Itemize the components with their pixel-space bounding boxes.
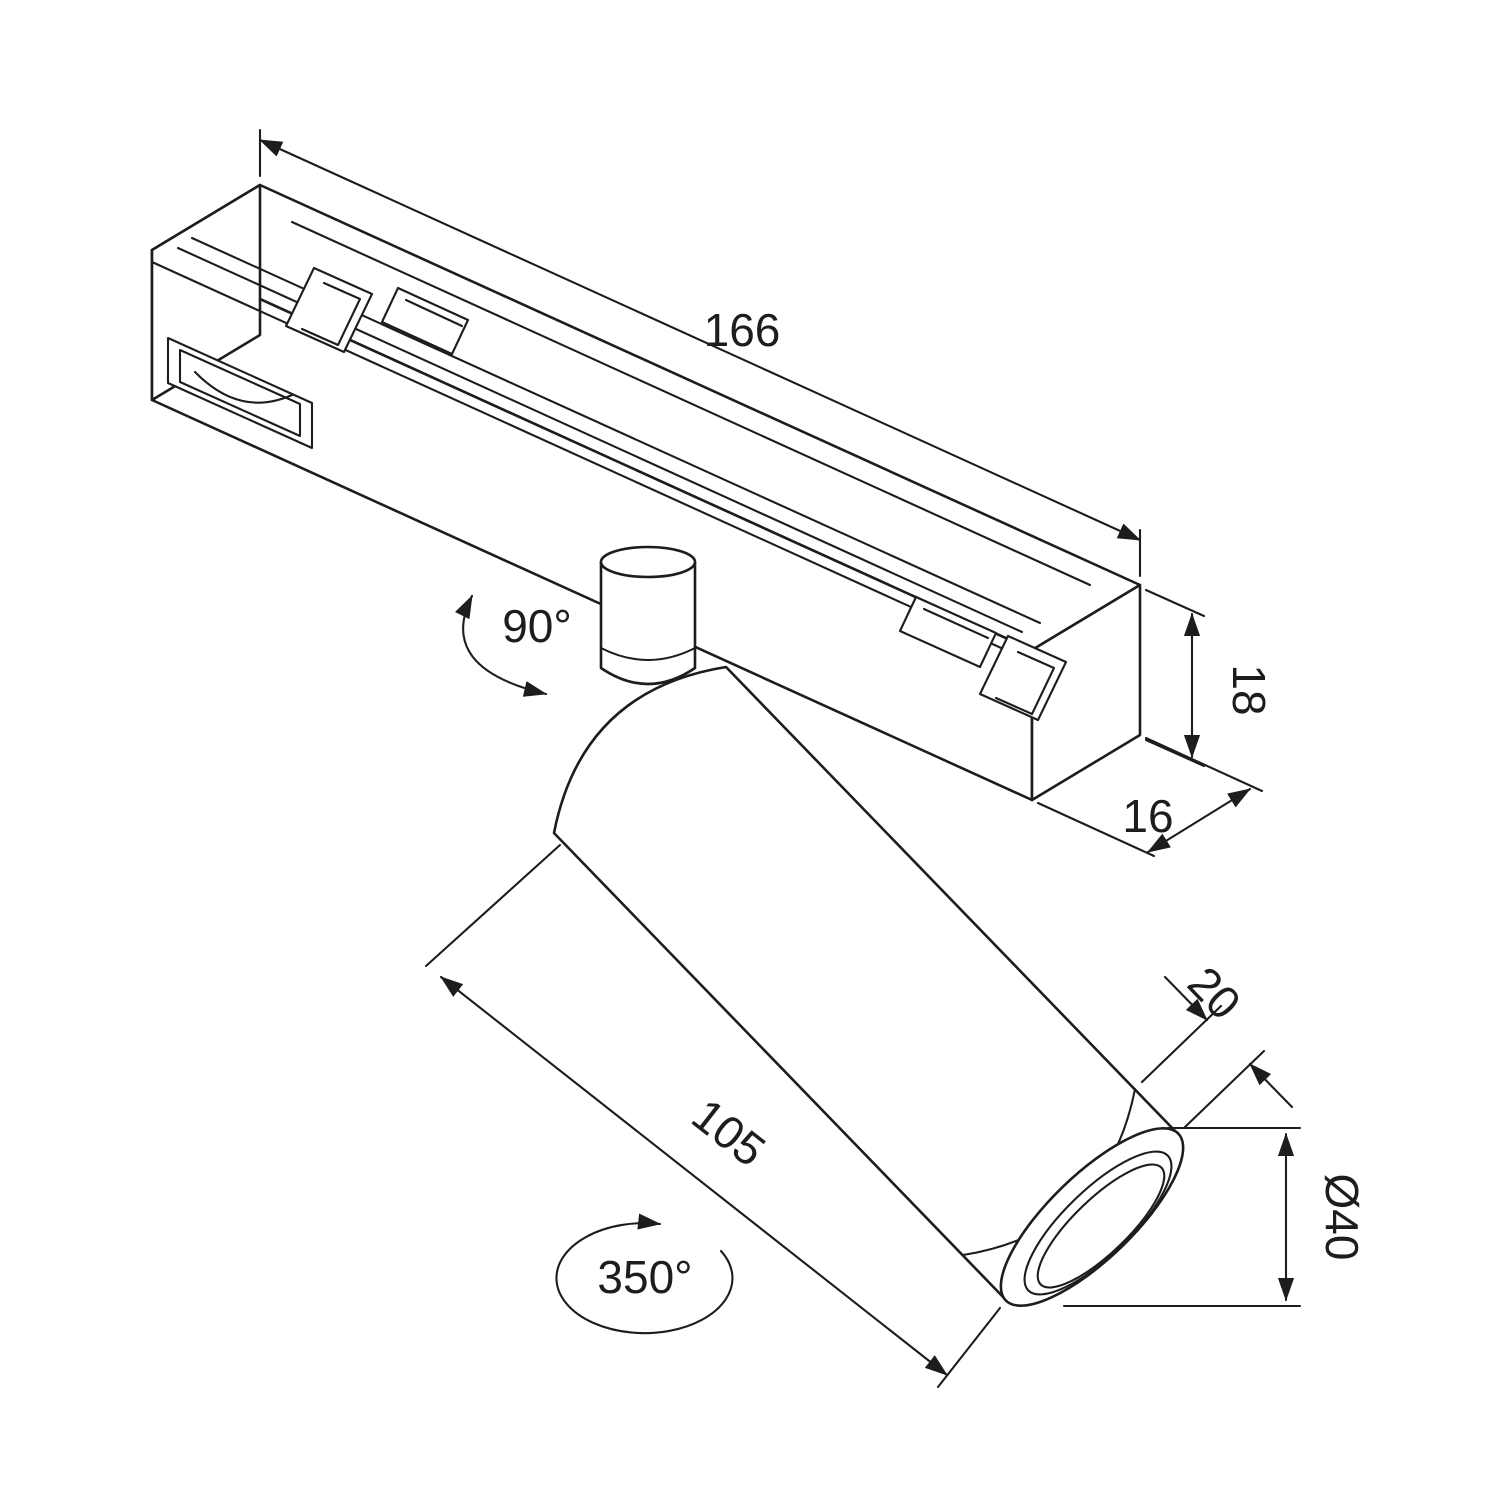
dim-166-line (258, 138, 1142, 542)
track-front-lip-line (150, 260, 1034, 664)
dim-18-ext-top (1144, 588, 1206, 618)
angle-350-label: 350° (597, 1251, 692, 1303)
spot-head-lens-ring (1036, 1163, 1166, 1289)
dim-16-ext-rear (1144, 736, 1264, 793)
dim-20-arrow-b (1248, 1062, 1294, 1109)
stem-top-cap (599, 545, 697, 579)
angle-tilt: 90° (454, 594, 572, 697)
track-rect-cutout-right (898, 595, 998, 669)
dim-105-label: 105 (683, 1088, 775, 1176)
dim-head-diameter: Ø40 (1062, 1126, 1368, 1308)
pivot-stem (599, 545, 697, 686)
track-right-end-face (1030, 583, 1142, 802)
dim-18-label: 18 (1223, 664, 1275, 715)
angle-90-arc (454, 594, 548, 697)
dim-20-ext-front (1183, 1049, 1266, 1129)
dim-20-label: 20 (1178, 956, 1251, 1029)
spot-head-inner-ring (1023, 1150, 1173, 1296)
dim-d40-label: Ø40 (1316, 1174, 1368, 1261)
dim-track-length: 166 (258, 128, 1142, 578)
spot-head (552, 665, 1185, 1307)
dim-105-ext-front (936, 1306, 1002, 1389)
dim-20-arrow-a (1163, 975, 1209, 1022)
stem-body (599, 560, 697, 686)
angle-350-arc (555, 1213, 734, 1335)
dim-20-ext-rear (1140, 1004, 1223, 1084)
dim-16-ext-front (1036, 801, 1156, 858)
track-clip-cutout-right (978, 634, 1068, 722)
angle-90-label: 90° (502, 600, 572, 652)
dim-16-line (1146, 787, 1252, 854)
dim-166-label: 166 (704, 304, 781, 356)
dim-16-label: 16 (1122, 790, 1173, 842)
dim-105-ext-rear (424, 843, 562, 968)
stem-joint-line (599, 646, 697, 661)
dim-105-line (439, 975, 949, 1377)
dim-track-height: 18 (1144, 588, 1275, 768)
angle-rotation: 350° (555, 1213, 734, 1335)
dim-18-ext-bottom (1144, 738, 1206, 768)
dim-track-width: 16 (1036, 736, 1264, 858)
dim-bezel-depth: 20 (1140, 956, 1294, 1129)
